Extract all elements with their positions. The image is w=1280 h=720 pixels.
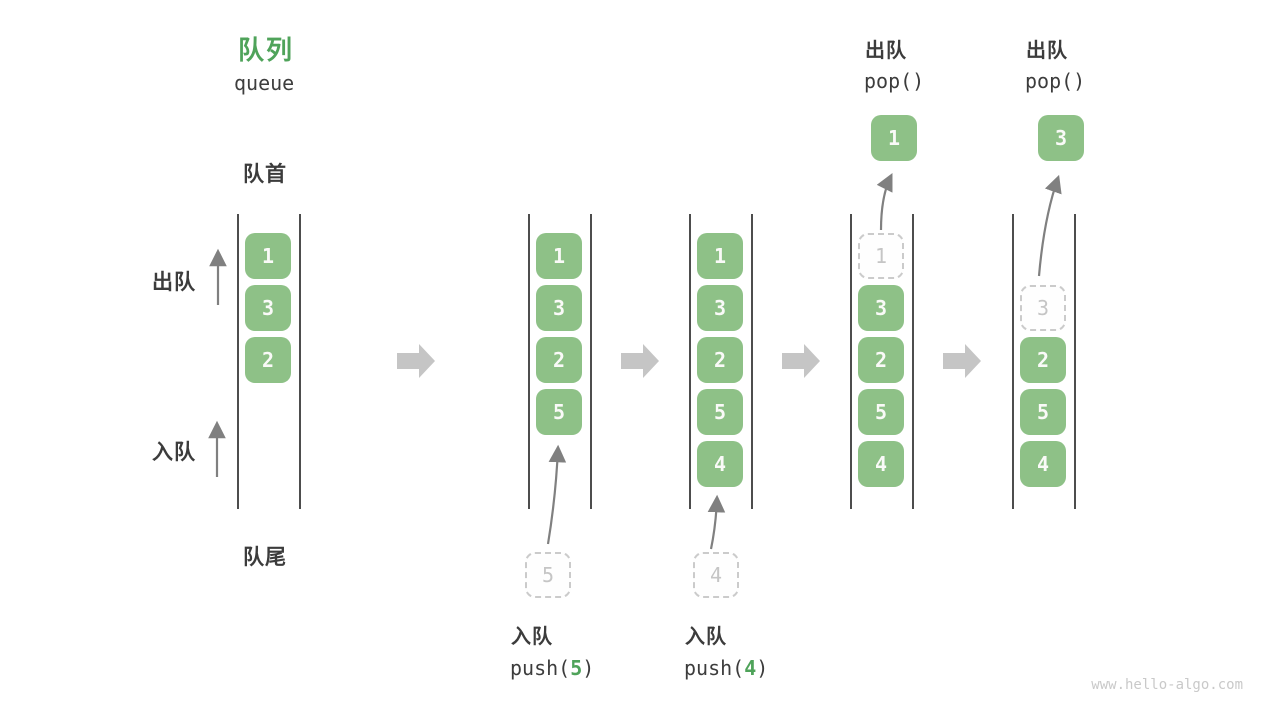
push4-arrow-icon — [707, 494, 726, 550]
queue-wall-left — [237, 214, 239, 509]
queue-item-box: 1 — [697, 233, 743, 279]
queue-item-dashed: 3 — [1020, 285, 1066, 331]
incoming-item-dashed: 4 — [693, 552, 739, 598]
label-dequeue-left: 出队 — [152, 270, 196, 294]
queue-item-box: 2 — [245, 337, 291, 383]
queue-wall-left — [528, 214, 530, 509]
caption-code-text: ) — [582, 656, 595, 680]
caption-code: push(4) — [684, 656, 768, 680]
caption-op-label: 出队 — [865, 38, 907, 62]
caption-op-label: 入队 — [685, 624, 727, 648]
label-queue-front: 队首 — [243, 162, 287, 186]
queue-wall-left — [689, 214, 691, 509]
queue-item-box: 5 — [697, 389, 743, 435]
state-transition-arrow-icon — [397, 344, 435, 378]
queue-item-box: 1 — [536, 233, 582, 279]
queue-item-box: 3 — [536, 285, 582, 331]
queue-wall-right — [751, 214, 753, 509]
state-transition-arrow-icon — [782, 344, 820, 378]
queue-item-box: 5 — [858, 389, 904, 435]
caption-op-label: 出队 — [1026, 38, 1068, 62]
queue-wall-right — [912, 214, 914, 509]
caption-code-arg: 4 — [744, 656, 757, 680]
caption-code-text: push( — [510, 656, 571, 680]
queue-item-box: 2 — [1020, 337, 1066, 383]
pop1-arrow-icon — [876, 173, 893, 231]
queue-item-box: 5 — [536, 389, 582, 435]
state-transition-arrow-icon — [621, 344, 659, 378]
label-enqueue-left: 入队 — [152, 440, 196, 464]
caption-code: push(5) — [510, 656, 594, 680]
label-queue-rear: 队尾 — [243, 545, 287, 569]
popped-item-box: 3 — [1038, 115, 1084, 161]
caption-code-arg: 5 — [570, 656, 583, 680]
queue-item-box: 4 — [1020, 441, 1066, 487]
queue-item-box: 3 — [697, 285, 743, 331]
queue-item-box: 2 — [858, 337, 904, 383]
pop3-arrow-icon — [1037, 174, 1062, 277]
queue-item-box: 4 — [858, 441, 904, 487]
queue-item-box: 2 — [536, 337, 582, 383]
caption-code: pop() — [864, 69, 925, 93]
caption-code-text: ) — [756, 656, 769, 680]
diagram-title-zh: 队列 — [238, 36, 295, 66]
queue-item-box: 3 — [858, 285, 904, 331]
queue-item-box: 1 — [245, 233, 291, 279]
push5-arrow-icon — [546, 444, 567, 545]
watermark: www.hello-algo.com — [1091, 677, 1243, 693]
queue-wall-right — [590, 214, 592, 509]
queue-item-dashed: 1 — [858, 233, 904, 279]
queue-wall-left — [850, 214, 852, 509]
queue-wall-right — [299, 214, 301, 509]
popped-item-box: 1 — [871, 115, 917, 161]
diagram-title-en: queue — [234, 71, 295, 95]
queue-item-box: 4 — [697, 441, 743, 487]
queue-wall-left — [1012, 214, 1014, 509]
caption-op-label: 入队 — [511, 624, 553, 648]
incoming-item-dashed: 5 — [525, 552, 571, 598]
queue-wall-right — [1074, 214, 1076, 509]
queue-item-box: 5 — [1020, 389, 1066, 435]
caption-code: pop() — [1025, 69, 1086, 93]
state-transition-arrow-icon — [943, 344, 981, 378]
caption-code-text: push( — [684, 656, 745, 680]
queue-item-box: 2 — [697, 337, 743, 383]
queue-item-box: 3 — [245, 285, 291, 331]
